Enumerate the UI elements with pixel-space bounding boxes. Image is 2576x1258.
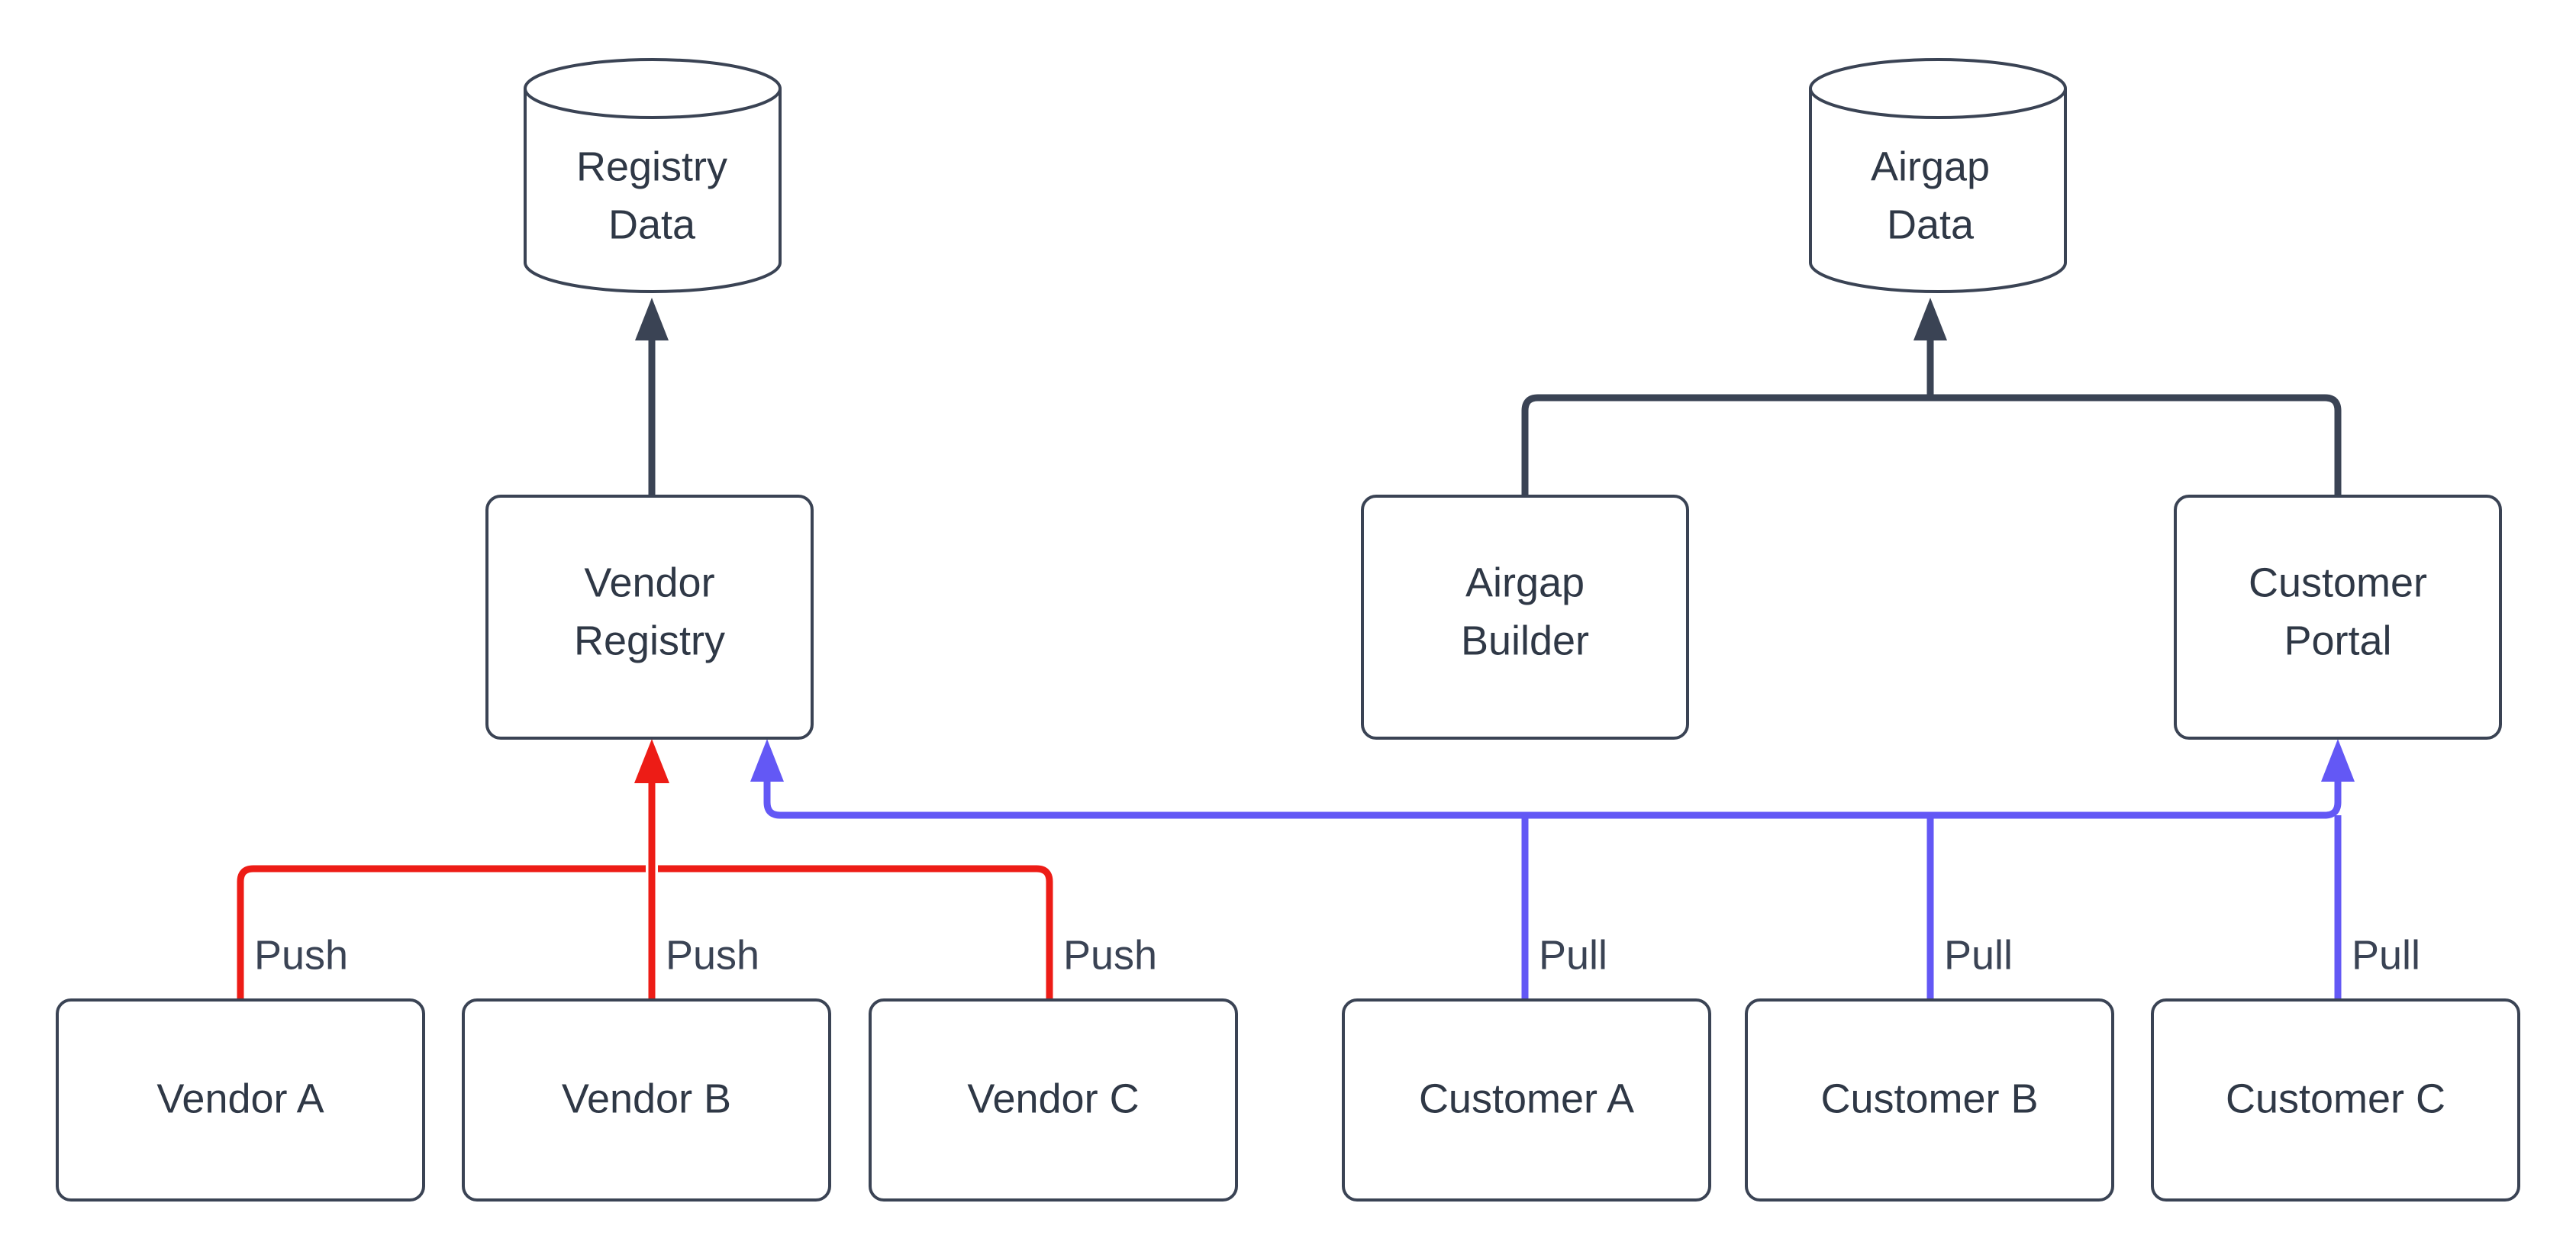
arrowhead-icon-vendor-registry <box>750 739 784 782</box>
service-airgap-builder[interactable]: Airgap Builder <box>1361 495 1689 740</box>
edge-line <box>1930 394 2342 496</box>
datastore-airgap-data[interactable]: Airgap Data <box>1809 58 2067 293</box>
datastore-label-line1: Airgap <box>1871 144 1990 189</box>
edge-line <box>1521 394 1930 496</box>
datastore-label-line2: Data <box>1887 202 1975 247</box>
box-shape <box>2174 495 2502 740</box>
edge-label-pull-customer-b: Pull <box>1944 932 2013 978</box>
service-label-line2: Registry <box>574 618 725 663</box>
datastore-label-line2: Data <box>608 202 696 247</box>
edge-label-push-vendor-c: Push <box>1063 932 1157 978</box>
actor-vendor-b[interactable]: Vendor B <box>462 998 831 1202</box>
actor-vendor-a[interactable]: Vendor A <box>56 998 425 1202</box>
service-label-line2: Builder <box>1461 618 1589 663</box>
actor-label: Customer C <box>2226 1076 2445 1121</box>
edge-bus-line <box>763 752 2342 819</box>
arrowhead-icon-customer-portal <box>2321 739 2355 782</box>
edge-label-push-vendor-b: Push <box>666 932 759 978</box>
cylinder-shape <box>1809 58 2067 293</box>
actor-label: Vendor B <box>562 1076 731 1121</box>
arrowhead-icon <box>635 298 669 340</box>
box-shape <box>1361 495 1689 740</box>
box-shape <box>2151 998 2520 1202</box>
edge-label-pull-customer-a: Pull <box>1539 932 1607 978</box>
service-label-line2: Portal <box>2284 618 2391 663</box>
edge-group-push <box>237 739 1053 1000</box>
service-customer-portal[interactable]: Customer Portal <box>2174 495 2502 740</box>
actor-vendor-c[interactable]: Vendor C <box>869 998 1238 1202</box>
edge-line-vendor-a <box>237 865 646 1000</box>
actor-label: Customer A <box>1419 1076 1634 1121</box>
box-shape <box>1745 998 2114 1202</box>
box-shape <box>869 998 1238 1202</box>
datastore-label-line1: Registry <box>576 144 727 189</box>
box-shape <box>462 998 831 1202</box>
actor-customer-a[interactable]: Customer A <box>1342 998 1711 1202</box>
actor-customer-c[interactable]: Customer C <box>2151 998 2520 1202</box>
edge-label-pull-customer-c: Pull <box>2352 932 2420 978</box>
edge-customer-portal-to-airgap-data <box>1930 394 2342 496</box>
edge-vendor-registry-to-registry-data <box>635 298 669 496</box>
actor-label: Vendor A <box>156 1076 324 1121</box>
cylinder-top-ellipse <box>524 88 782 119</box>
actor-label: Customer B <box>1820 1076 2038 1121</box>
service-label-line1: Vendor <box>584 560 714 605</box>
box-shape <box>56 998 425 1202</box>
edge-group-pull <box>750 739 2355 1000</box>
service-label-line1: Airgap <box>1465 560 1585 605</box>
cylinder-shape <box>524 58 782 293</box>
edge-airgap-builder-to-airgap-data <box>1521 394 1930 496</box>
edge-label-push-vendor-a: Push <box>254 932 348 978</box>
service-label-line1: Customer <box>2249 560 2427 605</box>
box-shape <box>485 495 814 740</box>
actor-label: Vendor C <box>967 1076 1139 1121</box>
cylinder-top-ellipse <box>1809 88 2067 119</box>
actor-customer-b[interactable]: Customer B <box>1745 998 2114 1202</box>
service-vendor-registry[interactable]: Vendor Registry <box>485 495 814 740</box>
box-shape <box>1342 998 1711 1202</box>
arrowhead-icon <box>634 739 669 783</box>
edge-airgap-bus-riser <box>1913 298 1947 398</box>
arrowhead-icon <box>1913 298 1947 340</box>
edge-line-vendor-c <box>658 865 1053 1000</box>
datastore-registry-data[interactable]: Registry Data <box>524 58 782 293</box>
